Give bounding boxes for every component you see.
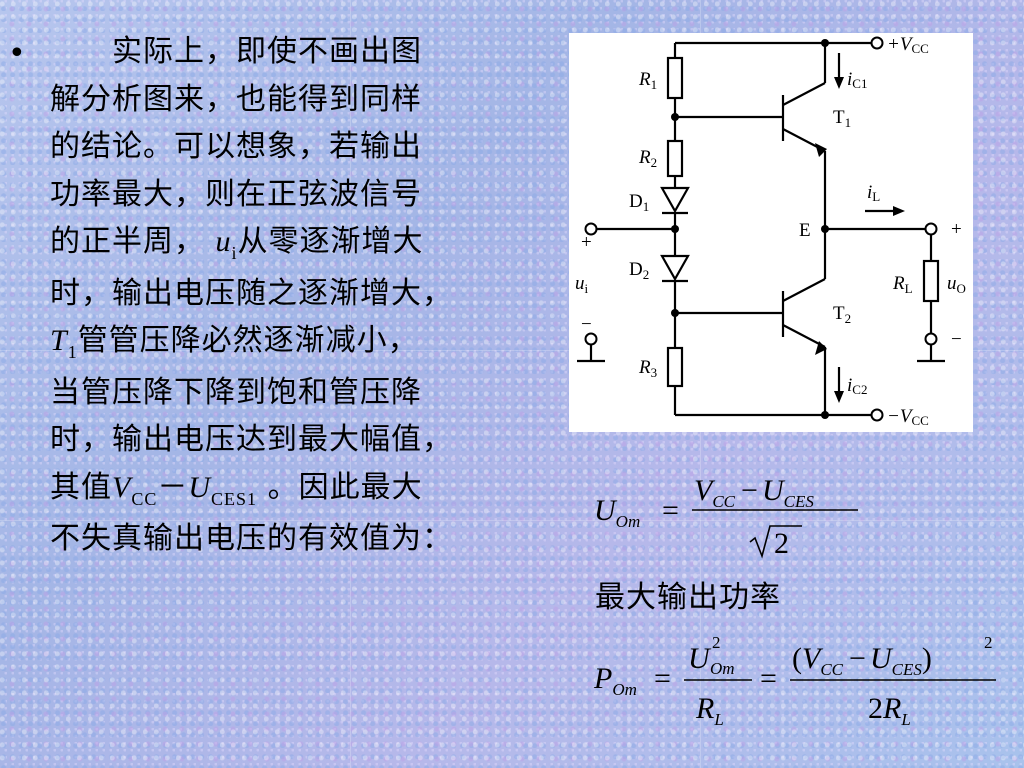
- variable-subscript: CC: [131, 488, 158, 509]
- paragraph-line: 解分析图来，也能得到同样: [50, 81, 422, 117]
- text-run: 其值: [50, 469, 112, 505]
- fraction2-superscript: 2: [984, 633, 993, 652]
- body-paragraph: 实际上，即使不画出图 解分析图来，也能得到同样 的结论。可以想象，若输出 功率最…: [50, 28, 550, 563]
- paragraph-line: 功率最大，则在正弦波信号: [50, 176, 422, 212]
- node-e-label: E: [799, 220, 811, 241]
- il-label: iL: [867, 182, 880, 204]
- paragraph-line: 实际上，即使不画出图: [50, 28, 550, 76]
- r1-label: R1: [638, 69, 657, 92]
- ic2-label: iC2: [847, 375, 867, 397]
- formula-numerator: VCC−UCES: [694, 474, 814, 511]
- paragraph-line: 时，输出电压达到最大幅值，: [50, 422, 453, 457]
- paragraph-line: 时，输出电压随之逐渐增大，: [50, 275, 453, 311]
- fraction1-superscript: 2: [712, 633, 721, 652]
- minus-sign: －: [157, 469, 189, 505]
- paragraph-line: T1管管压降必然逐渐减小，: [50, 317, 550, 369]
- output-minus-label: −: [951, 329, 962, 350]
- r3-label: R3: [638, 357, 657, 380]
- uo-label: uO: [947, 273, 966, 296]
- paragraph-line: 不失真输出电压的有效值为：: [50, 521, 453, 556]
- formula-uom: UOm = VCC−UCES 2: [592, 470, 872, 565]
- rl-label: RL: [892, 273, 913, 296]
- formula-equals: =: [654, 662, 671, 695]
- formula-lhs: UOm: [594, 494, 640, 531]
- variable-subscript: 1: [67, 342, 78, 362]
- text-run: 管管压降必然逐渐减小，: [77, 323, 419, 358]
- paragraph-line: 其值VCC－UCES1 。因此最大: [50, 464, 550, 516]
- background-gridline: [0, 520, 1024, 521]
- variable-subscript: CES1: [211, 488, 258, 509]
- t1-label: T1: [833, 107, 851, 130]
- variable-t: T: [50, 324, 68, 357]
- formula-equals: =: [760, 662, 777, 695]
- formula-lhs: POm: [593, 662, 637, 699]
- text-run: 。因此最大: [257, 469, 423, 505]
- fraction1-numerator: U: [688, 642, 712, 675]
- background-gridline: [350, 0, 351, 768]
- ic1-label: iC1: [847, 69, 867, 91]
- t2-label: T2: [833, 303, 851, 326]
- variable-v: V: [112, 470, 132, 504]
- vcc-positive-label: +VCC: [887, 34, 929, 56]
- text-run: 从零逐渐增大: [237, 224, 424, 259]
- d2-label: D2: [629, 259, 649, 282]
- fraction2-denominator: 2RL: [868, 692, 911, 729]
- paragraph-line: 的正半周， ui从零逐渐增大: [50, 218, 550, 270]
- background-gridline: [0, 350, 1024, 351]
- formula-pom: POm = U 2 Om RL = (VCC−UCES) 2 2RL: [592, 628, 1004, 738]
- variable-u: u: [215, 225, 232, 258]
- vcc-negative-label: −VCC: [887, 406, 929, 428]
- fraction2-numerator: (VCC−UCES): [792, 642, 932, 679]
- r2-label: R2: [638, 147, 657, 170]
- paragraph-line-text: 实际上，即使不画出图: [112, 34, 422, 69]
- variable-u: U: [188, 470, 212, 504]
- output-plus-label: +: [951, 219, 962, 240]
- variable-subscript: i: [231, 243, 238, 263]
- formula-equals: =: [662, 494, 679, 527]
- ui-label: ui: [575, 273, 589, 296]
- d1-label: D1: [629, 191, 649, 214]
- bullet-marker: •: [8, 36, 26, 71]
- push-pull-circuit-diagram: +VCC −VCC iC1 iC2 T1 T2 R1 R2 R3 D1 D2 E…: [569, 33, 973, 432]
- max-output-power-caption: 最大输出功率: [595, 580, 781, 615]
- fraction1-denominator: RL: [695, 692, 724, 729]
- input-plus-label: +: [581, 232, 592, 253]
- formula-denominator: 2: [774, 527, 789, 560]
- input-minus-label: −: [581, 314, 592, 335]
- paragraph-line: 的结论。可以想象，若输出: [50, 129, 422, 164]
- paragraph-line: 当管压降下降到饱和管压降: [50, 374, 422, 410]
- text-run: 的正半周，: [50, 224, 205, 259]
- fraction1-subscript: Om: [710, 659, 735, 678]
